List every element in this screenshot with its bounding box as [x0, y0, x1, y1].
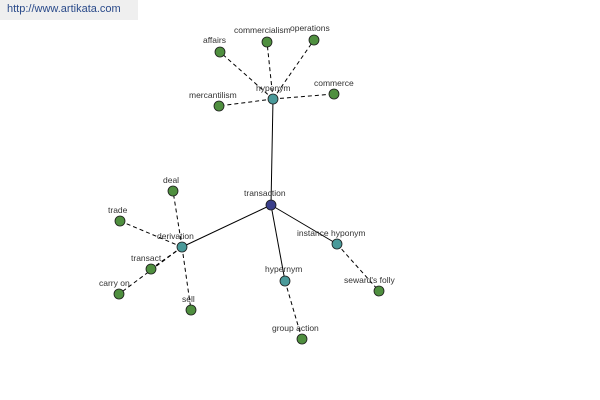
node-transaction[interactable]	[265, 199, 277, 211]
edge-derivation-carry-on	[118, 246, 183, 295]
node-commerce[interactable]	[328, 88, 340, 100]
node-derivation[interactable]	[176, 241, 188, 253]
url-banner: http://www.artikata.com	[0, 0, 138, 20]
label-transaction: transaction	[244, 188, 286, 198]
label-trade: trade	[108, 205, 128, 215]
edge-hypernym-group-action	[284, 280, 303, 340]
label-commercialism: commercialism	[234, 25, 291, 35]
edges	[118, 39, 380, 340]
labels: transaction hyponym derivation hypernym …	[99, 23, 396, 333]
node-operations[interactable]	[308, 34, 320, 46]
edge-derivation-transact	[150, 246, 183, 270]
label-commerce: commerce	[314, 78, 354, 88]
label-hyponym: hyponym	[256, 83, 291, 93]
label-affairs: affairs	[203, 35, 226, 45]
edge-derivation-deal	[172, 190, 183, 248]
edge-hyponym-commerce	[272, 93, 335, 100]
node-trade[interactable]	[114, 215, 126, 227]
label-group-action: group action	[272, 323, 319, 333]
label-deal: deal	[163, 175, 179, 185]
edge-hyponym-commercialism	[266, 41, 274, 100]
node-sewards-folly[interactable]	[373, 285, 385, 297]
edge-hyponym-operations	[272, 39, 315, 100]
label-sell: sell	[182, 294, 195, 304]
node-mercantilism[interactable]	[213, 100, 225, 112]
label-instance-hyponym: instance hyponym	[297, 228, 366, 238]
node-hyponym[interactable]	[267, 93, 279, 105]
edge-transaction-hyponym	[270, 98, 274, 206]
edge-hyponym-mercantilism	[218, 98, 274, 107]
edge-derivation-trade	[119, 220, 183, 248]
label-carry-on: carry on	[99, 278, 130, 288]
edge-transaction-derivation	[181, 204, 272, 248]
source-url[interactable]: http://www.artikata.com	[7, 3, 121, 15]
node-affairs[interactable]	[214, 46, 226, 58]
label-hypernym: hypernym	[265, 264, 302, 274]
nodes	[113, 34, 385, 345]
label-operations: operations	[290, 23, 330, 33]
edge-transaction-hypernym	[270, 204, 286, 282]
label-derivation: derivation	[157, 231, 194, 241]
label-mercantilism: mercantilism	[189, 90, 237, 100]
node-carry-on[interactable]	[113, 288, 125, 300]
node-instance-hyponym[interactable]	[331, 238, 343, 250]
edge-transaction-instance-hyponym	[270, 204, 338, 245]
label-sewards-folly: seward's folly	[344, 275, 396, 285]
node-transact[interactable]	[145, 263, 157, 275]
node-sell[interactable]	[185, 304, 197, 316]
node-commercialism[interactable]	[261, 36, 273, 48]
node-group-action[interactable]	[296, 333, 308, 345]
edge-instance-hyponym-sewards-folly	[336, 243, 380, 292]
node-hypernym[interactable]	[279, 275, 291, 287]
node-deal[interactable]	[167, 185, 179, 197]
edge-derivation-sell	[181, 246, 192, 311]
edge-hyponym-affairs	[219, 51, 274, 100]
label-transact: transact	[131, 253, 162, 263]
